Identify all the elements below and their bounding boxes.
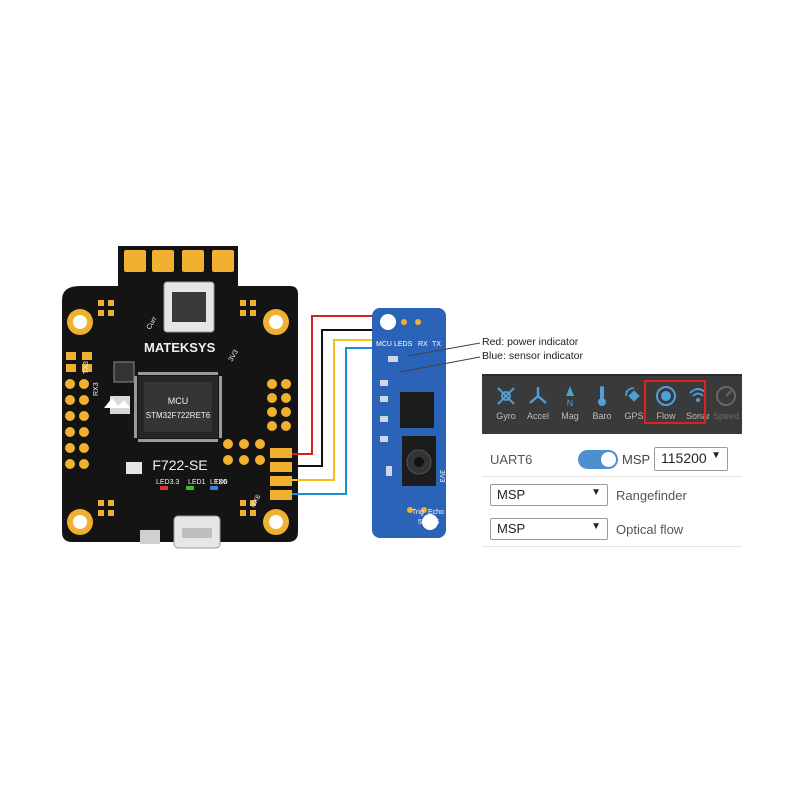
sensor-mag: N Mag [554, 380, 586, 430]
sensor-speed: Speed [710, 380, 742, 430]
uart-name: UART6 [490, 452, 533, 467]
rangefinder-select[interactable]: MSP ▼ [490, 484, 608, 506]
msp-toggle[interactable] [578, 450, 618, 469]
sensor-label: Sonar [685, 411, 711, 421]
rangefinder-row: MSP ▼ Rangefinder [482, 478, 742, 513]
fc-brand: MATEKSYS [144, 340, 216, 355]
uart-row: UART6 MSP 115200 ▼ [482, 442, 742, 477]
mag-icon: N [566, 386, 574, 408]
red-indicator-note: Red: power indicator [482, 336, 579, 348]
msp-label: MSP [622, 452, 651, 467]
module-label-5v: 5V [418, 519, 427, 526]
baud-value: 115200 [661, 450, 707, 466]
speed-icon [716, 386, 736, 406]
sensor-label: GPS [624, 411, 644, 421]
flow-icon [656, 386, 676, 406]
blue-indicator-note: Blue: sensor indicator [482, 350, 583, 362]
module-label-mcu: MCU [376, 341, 392, 348]
rangefinder-value: MSP [497, 487, 526, 502]
sensors-bar: Gyro Accel N Mag Baro [482, 374, 742, 434]
module-label-trig: Trig [412, 509, 424, 516]
chevron-down-icon: ▼ [591, 487, 601, 498]
sensor-module [372, 308, 446, 538]
rangefinder-label: Rangefinder [616, 488, 687, 503]
sensor-label: Accel [526, 411, 549, 421]
sensor-label: Mag [561, 411, 579, 421]
sensor-accel: Accel [522, 380, 554, 430]
mcu-heading: MCU [168, 396, 189, 406]
module-labels: MCU LEDS RX TX 3V3 Trig Echo 5V G [376, 341, 445, 526]
gps-icon [625, 387, 640, 402]
svg-text:N: N [567, 398, 574, 408]
optical-flow-select[interactable]: MSP ▼ [490, 518, 608, 540]
flight-controller-board [62, 246, 298, 549]
sensor-label: Baro [592, 411, 612, 421]
fc-labels: MATEKSYS MCU STM32F722RET6 F722-SE LED3.… [83, 315, 263, 509]
sensor-label: Gyro [496, 411, 516, 421]
chevron-down-icon: ▼ [711, 450, 721, 461]
module-label-g: G [434, 519, 439, 526]
module-label-echo: Echo [428, 509, 444, 516]
sensor-label: Speed [712, 411, 740, 421]
led-label-33: LED3.3 [156, 479, 179, 486]
module-label-rx: RX [418, 341, 428, 348]
fc-model: F722-SE [152, 457, 207, 473]
indicator-leaders [399, 342, 481, 373]
sensor-label: Flow [656, 411, 676, 421]
module-label-leds: LEDS [394, 341, 413, 348]
accel-icon [529, 387, 547, 404]
toggle-knob [601, 452, 616, 467]
led-label-1: LED1 [188, 479, 206, 486]
sensor-gps: GPS [618, 380, 650, 430]
tx6-label: TX6 [214, 479, 227, 486]
sensor-flow: Flow [650, 380, 682, 430]
chevron-down-icon: ▼ [591, 521, 601, 532]
pad-label-tx3: TX3 [83, 361, 90, 374]
gyro-icon [497, 387, 515, 405]
optical-flow-label: Optical flow [616, 522, 684, 537]
module-label-tx: TX [432, 341, 441, 348]
module-label-3v3: 3V3 [438, 470, 445, 483]
sensor-baro: Baro [586, 380, 618, 430]
optical-flow-value: MSP [497, 521, 526, 536]
sensor-gyro: Gyro [490, 380, 522, 430]
optical-flow-row: MSP ▼ Optical flow [482, 512, 742, 547]
baud-select[interactable]: 115200 ▼ [654, 447, 728, 471]
led-label-0: LED0 [210, 479, 228, 486]
flow-sonar-highlight [644, 380, 706, 424]
mcu-part: STM32F722RET6 [146, 411, 211, 420]
baro-icon [598, 386, 606, 406]
pad-label-rx3: RX3 [93, 382, 100, 396]
